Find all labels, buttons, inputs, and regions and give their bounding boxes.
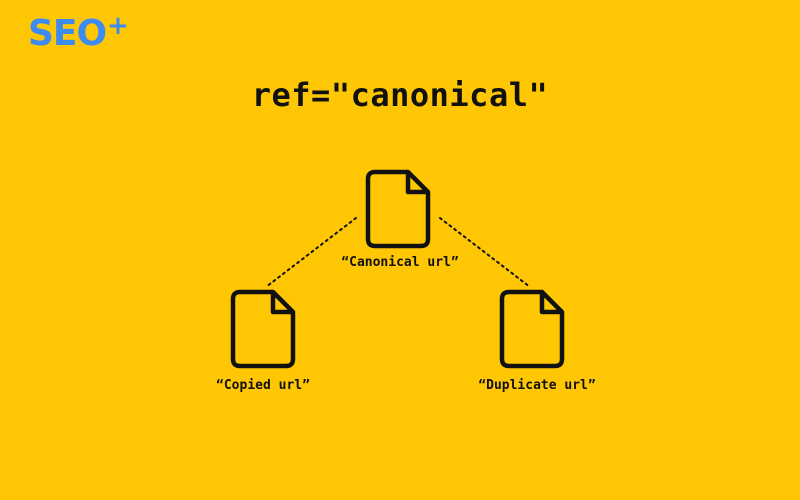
logo-text: SEO: [28, 13, 107, 54]
connector-canonical-to-copied: [265, 217, 357, 288]
duplicate-document-icon: [499, 289, 565, 369]
connector-canonical-to-duplicate: [439, 217, 531, 288]
canonical-url-label: “Canonical url”: [341, 255, 459, 270]
diagram-title: ref="canonical": [251, 76, 549, 114]
logo-plus-sign: +: [107, 11, 129, 41]
copied-url-label: “Copied url”: [216, 378, 310, 393]
seo-plus-logo: SEO +: [28, 11, 129, 58]
duplicate-url-label: “Duplicate url”: [478, 378, 596, 393]
canonical-document-icon: [365, 169, 431, 249]
copied-document-icon: [230, 289, 296, 369]
